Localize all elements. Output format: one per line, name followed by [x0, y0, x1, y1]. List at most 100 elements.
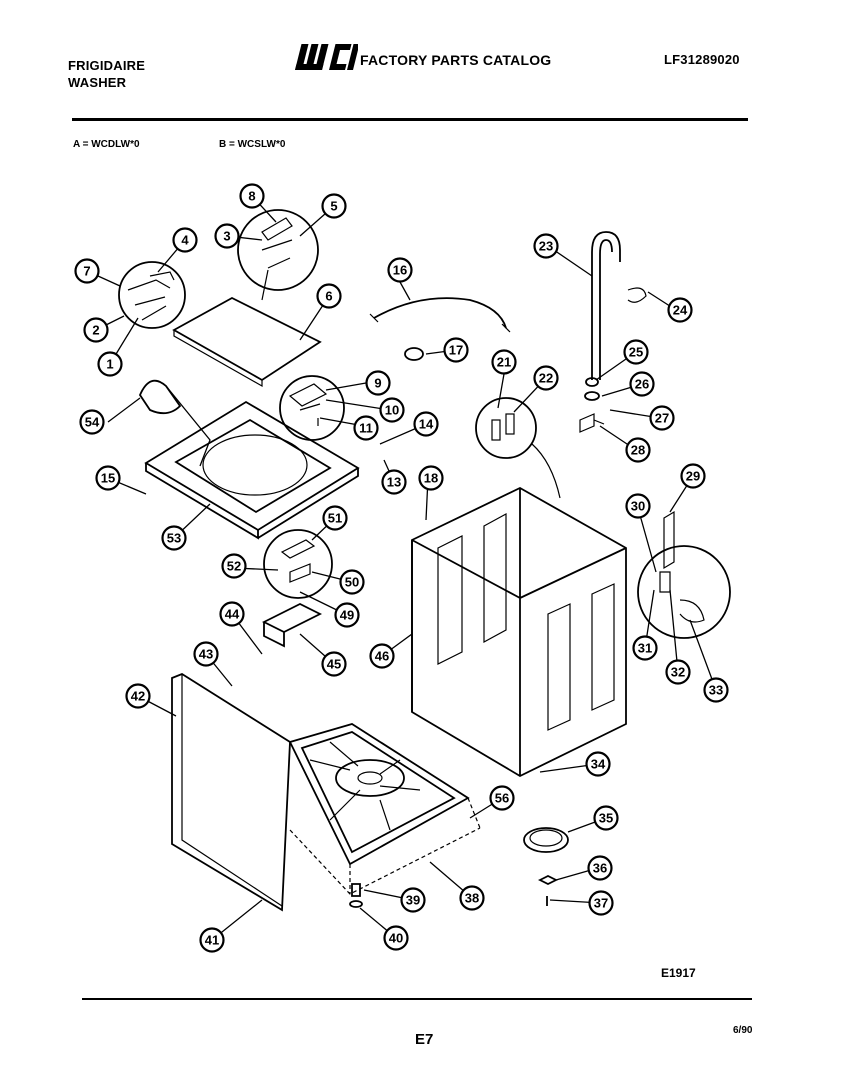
- svg-text:46: 46: [375, 649, 389, 664]
- svg-text:11: 11: [359, 421, 373, 436]
- drain-hose-part: [591, 231, 621, 380]
- svg-text:40: 40: [389, 931, 403, 946]
- valve-detail-circle: [475, 397, 537, 459]
- svg-text:2: 2: [92, 323, 99, 338]
- svg-text:24: 24: [673, 303, 688, 318]
- svg-text:3: 3: [223, 229, 230, 244]
- svg-text:10: 10: [385, 403, 399, 418]
- motor-detail-circle: [637, 545, 731, 639]
- callout-35: 35: [593, 805, 619, 831]
- callout-6: 6: [316, 283, 342, 309]
- product-type: WASHER: [68, 75, 127, 90]
- catalog-number: LF31289020: [664, 52, 740, 67]
- svg-text:54: 54: [85, 415, 100, 430]
- callout-4: 4: [172, 227, 198, 253]
- callout-24: 24: [667, 297, 693, 323]
- callout-1: 1: [97, 351, 123, 377]
- callout-26: 26: [629, 371, 655, 397]
- clip-part: [404, 347, 424, 361]
- header-rule: [72, 118, 748, 121]
- callout-3: 3: [214, 223, 240, 249]
- belt-part: [523, 827, 569, 853]
- svg-text:27: 27: [655, 411, 669, 426]
- callout-56: 56: [489, 785, 515, 811]
- leader-lines: [86, 195, 717, 941]
- svg-text:44: 44: [225, 607, 240, 622]
- svg-text:33: 33: [709, 683, 723, 698]
- svg-text:37: 37: [594, 896, 608, 911]
- model-b-legend: B = WCSLW*0: [219, 139, 286, 150]
- callout-49: 49: [334, 602, 360, 628]
- footer-rule: [82, 998, 752, 1000]
- brand-name: FRIGIDAIRE: [68, 58, 146, 73]
- svg-text:51: 51: [328, 511, 342, 526]
- revision-date: 6/90: [733, 1025, 753, 1036]
- callout-53: 53: [161, 525, 187, 551]
- brand-block: FRIGIDAIRE WASHER: [68, 57, 145, 91]
- model-a-legend: A = WCDLW*0: [73, 139, 140, 150]
- callout-30: 30: [625, 493, 651, 519]
- svg-text:13: 13: [387, 475, 401, 490]
- svg-text:45: 45: [327, 657, 341, 672]
- callout-38: 38: [459, 885, 485, 911]
- callout-23: 23: [533, 233, 559, 259]
- wire-harness-part: [373, 297, 507, 329]
- figure-reference: E1917: [661, 966, 696, 980]
- top-cover-part: [144, 400, 360, 540]
- svg-text:29: 29: [686, 469, 700, 484]
- callout-8: 8: [239, 183, 265, 209]
- svg-text:43: 43: [199, 647, 213, 662]
- svg-text:38: 38: [465, 891, 479, 906]
- callout-2: 2: [83, 317, 109, 343]
- callout-16: 16: [387, 257, 413, 283]
- callout-31: 31: [632, 635, 658, 661]
- svg-text:36: 36: [593, 861, 607, 876]
- control-detail-circle: [118, 261, 186, 329]
- callout-18: 18: [418, 465, 444, 491]
- svg-text:35: 35: [599, 811, 613, 826]
- callout-13: 13: [381, 469, 407, 495]
- callout-10: 10: [379, 397, 405, 423]
- svg-text:34: 34: [591, 757, 606, 772]
- callout-21: 21: [491, 349, 517, 375]
- svg-text:42: 42: [131, 689, 145, 704]
- svg-text:9: 9: [374, 376, 381, 391]
- svg-text:32: 32: [671, 665, 685, 680]
- callout-46: 46: [369, 643, 395, 669]
- lid-part: [172, 296, 322, 382]
- wci-logo: [295, 44, 358, 70]
- callout-40: 40: [383, 925, 409, 951]
- svg-text:18: 18: [424, 471, 438, 486]
- callout-41: 41: [199, 927, 225, 953]
- svg-text:6: 6: [325, 289, 332, 304]
- callout-17: 17: [443, 337, 469, 363]
- switch-detail-circle: [279, 375, 345, 441]
- svg-text:8: 8: [248, 189, 255, 204]
- callout-50: 50: [339, 569, 365, 595]
- callout-33: 33: [703, 677, 729, 703]
- svg-text:14: 14: [419, 417, 434, 432]
- callout-45: 45: [321, 651, 347, 677]
- svg-text:30: 30: [631, 499, 645, 514]
- svg-text:16: 16: [393, 263, 407, 278]
- callout-34: 34: [585, 751, 611, 777]
- callout-22: 22: [533, 365, 559, 391]
- callout-54: 54: [79, 409, 105, 435]
- callout-42: 42: [125, 683, 151, 709]
- callout-28: 28: [625, 437, 651, 463]
- gasket-part: [138, 379, 182, 415]
- svg-text:53: 53: [167, 531, 181, 546]
- callout-36: 36: [587, 855, 613, 881]
- callout-9: 9: [365, 370, 391, 396]
- svg-text:5: 5: [330, 199, 337, 214]
- svg-text:26: 26: [635, 377, 649, 392]
- svg-text:4: 4: [181, 233, 189, 248]
- callout-37: 37: [588, 890, 614, 916]
- callout-29: 29: [680, 463, 706, 489]
- cabinet-part: [411, 486, 627, 778]
- svg-text:25: 25: [629, 345, 643, 360]
- svg-text:21: 21: [497, 355, 511, 370]
- svg-text:41: 41: [205, 933, 219, 948]
